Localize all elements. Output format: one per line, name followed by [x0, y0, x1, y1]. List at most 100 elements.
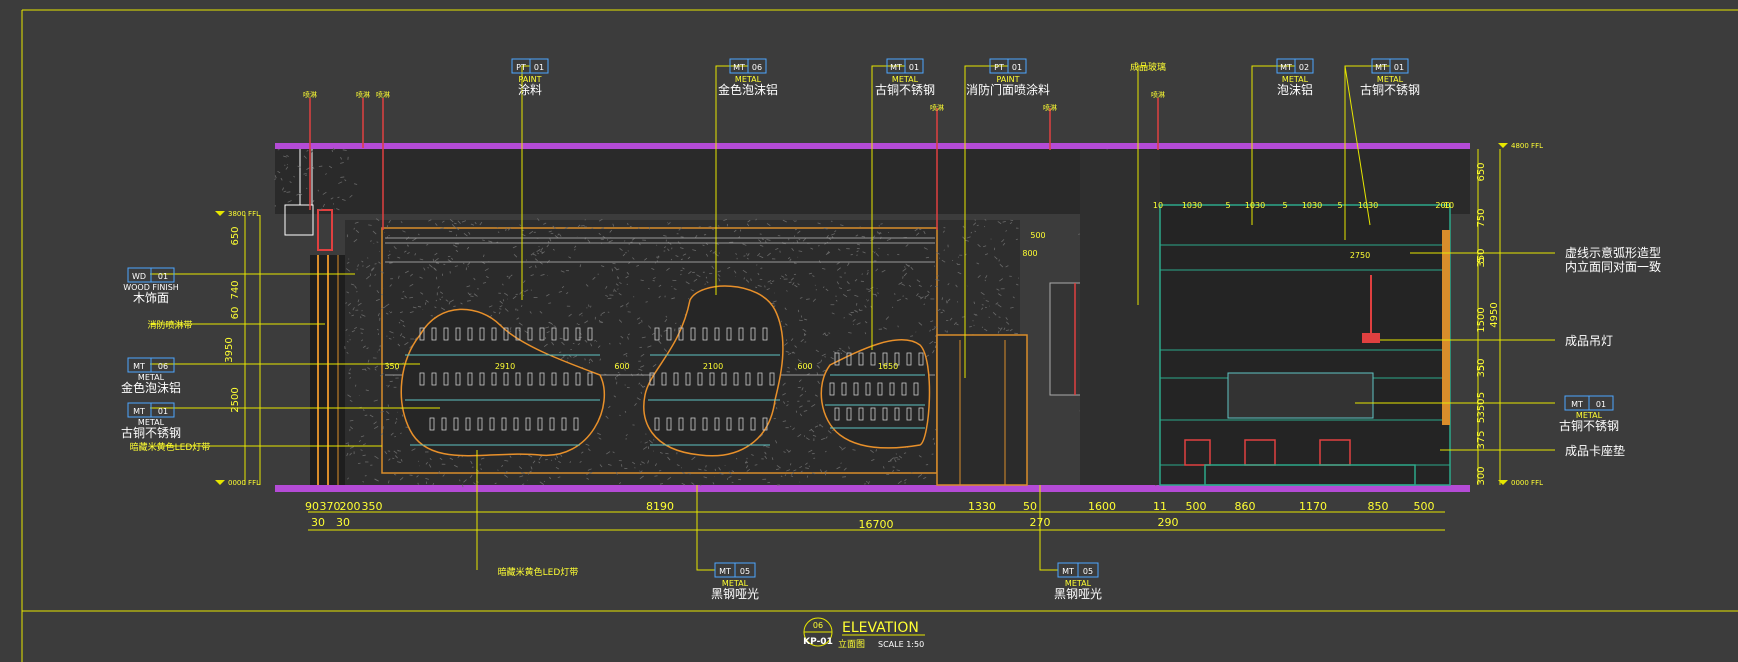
sprinkler-label: 喷淋	[303, 90, 317, 99]
note-led: 暗藏米黄色LED灯带	[130, 441, 211, 453]
dimension-text: 10	[1444, 201, 1454, 210]
tag-description: 古铜不锈钢	[1559, 418, 1619, 433]
dimension-text: 2100	[703, 362, 723, 371]
level-marker: 0000 FFL	[1498, 479, 1543, 487]
tag-code: MT	[890, 63, 902, 72]
level-marker: 3800 FFL	[215, 210, 260, 218]
sprinkler-label: 喷淋	[930, 103, 944, 112]
perforated-wall	[1159, 204, 1451, 486]
tag-code: PT	[516, 63, 526, 72]
sprinkler-label: 喷淋	[376, 90, 390, 99]
dimension-text: 3950	[224, 337, 235, 362]
dimension-text: 1330	[968, 500, 996, 513]
dimension-text: 2910	[495, 362, 515, 371]
bronze-trim	[1442, 230, 1450, 425]
dimension-text: 10	[1153, 201, 1163, 210]
sprinkler-label: 喷淋	[356, 90, 370, 99]
dimension-text: 5	[1476, 392, 1487, 398]
dimension-text: 1500	[1476, 307, 1487, 332]
tag-category: METAL	[1065, 579, 1092, 588]
tag-number: 02	[1299, 63, 1309, 72]
tag-description: 消防门面喷涂料	[966, 82, 1050, 97]
tag-number: 01	[534, 63, 544, 72]
tag-description: 古铜不锈钢	[875, 82, 935, 97]
level-text: 0000 FFL	[228, 479, 260, 487]
dimension-text: 300	[1476, 466, 1487, 485]
tag-code: MT	[133, 362, 145, 371]
dimension-text: 650	[230, 226, 241, 245]
tag-code: MT	[1375, 63, 1387, 72]
level-text: 3800 FFL	[228, 210, 260, 218]
dimension-text: 5	[1282, 201, 1287, 210]
fire-door	[936, 334, 1028, 486]
note-curve-2: 内立面同对面一致	[1565, 259, 1661, 274]
dimension-text: 270	[1030, 516, 1051, 529]
dimension-text: 5	[1337, 201, 1342, 210]
note-pendant: 成品吊灯	[1565, 334, 1613, 348]
dimension-text: 350	[362, 500, 383, 513]
dimension-text: 11	[1153, 500, 1167, 513]
tag-category: METAL	[735, 75, 762, 84]
tag-code: MT	[1062, 567, 1074, 576]
booth-seats	[1184, 372, 1416, 486]
drawing-frame	[21, 9, 1738, 662]
floor-line	[275, 485, 1470, 492]
tag-description: 涂料	[518, 82, 542, 97]
dimension-text: 8190	[646, 500, 674, 513]
level-text: 0000 FFL	[1511, 479, 1543, 487]
tag-number: 01	[1394, 63, 1404, 72]
title-sub: 立面图	[838, 638, 865, 650]
tag-category: WOOD FINISH	[123, 283, 179, 292]
tag-description: 泡沫铝	[1277, 82, 1313, 97]
dimension-text: 2500	[230, 387, 241, 412]
leader-lines	[150, 65, 1555, 571]
dimension-text: 4950	[1489, 302, 1500, 327]
dimension-text: 50	[1023, 500, 1037, 513]
tag-description: 金色泡沫铝	[121, 380, 181, 395]
note-led-bottom: 暗藏米黄色LED灯带	[498, 566, 579, 578]
dimension-text: 600	[797, 362, 812, 371]
title-circle-top: 06	[813, 621, 823, 630]
dimension-text: 350	[384, 362, 399, 371]
tag-number: 06	[158, 362, 168, 371]
level-marker: 0000 FFL	[215, 479, 260, 487]
dimension-text: 1030	[1245, 201, 1265, 210]
dimension-lines	[244, 149, 1501, 531]
tag-number: 01	[909, 63, 919, 72]
tag-category: METAL	[138, 373, 165, 382]
tag-description: 古铜不锈钢	[121, 425, 181, 440]
tag-number: 01	[158, 407, 168, 416]
title-main: ELEVATION	[842, 620, 919, 636]
dimension-text: 290	[1158, 516, 1179, 529]
level-text: 4800 FFL	[1511, 142, 1543, 150]
tag-description: 古铜不锈钢	[1360, 82, 1420, 97]
dimension-text: 800	[1022, 249, 1037, 258]
sprinkler-label: 喷淋	[1043, 103, 1057, 112]
shelf-lines	[405, 354, 925, 446]
tag-code: MT	[1571, 400, 1583, 409]
dimension-text: 5	[1476, 365, 1487, 371]
dimension-text: 2750	[1350, 251, 1370, 260]
dimension-text: 5	[1225, 201, 1230, 210]
dimension-text: 500	[1414, 500, 1435, 513]
dimension-text: 5	[1476, 257, 1487, 263]
note-curve: 虚线示意弧形造型	[1565, 245, 1661, 260]
tag-code: PT	[994, 63, 1004, 72]
dimension-text: 375	[1476, 430, 1487, 449]
tag-description: 黑钢哑光	[1054, 587, 1102, 601]
tag-number: 01	[1596, 400, 1606, 409]
tag-description: 黑钢哑光	[711, 587, 759, 601]
tag-description: 木饰面	[133, 291, 169, 305]
note-sprinkler: 消防喷淋带	[147, 319, 192, 331]
tag-category: PAINT	[518, 75, 541, 84]
dimension-text: 30	[311, 516, 325, 529]
dimension-text: 350	[1476, 248, 1487, 267]
